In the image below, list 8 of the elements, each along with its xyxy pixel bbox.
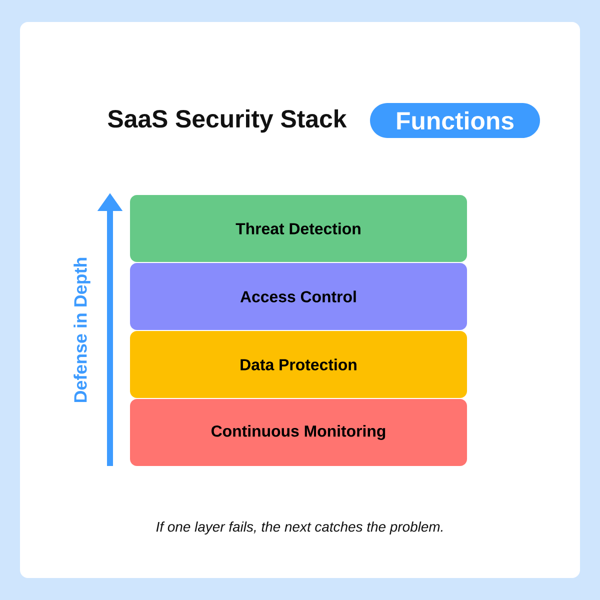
pill-badge: Functions xyxy=(370,103,540,138)
layer-box: Threat Detection xyxy=(130,195,467,262)
title: SaaS Security Stack xyxy=(108,109,347,133)
layer-box: Data Protection xyxy=(130,331,467,398)
arrow-label: Defense in Depth xyxy=(74,258,90,402)
caption: If one layer fails, the next catches the problem. xyxy=(156,522,442,534)
layer-box: Access Control xyxy=(130,263,467,330)
layer-box: Continuous Monitoring xyxy=(130,399,467,466)
